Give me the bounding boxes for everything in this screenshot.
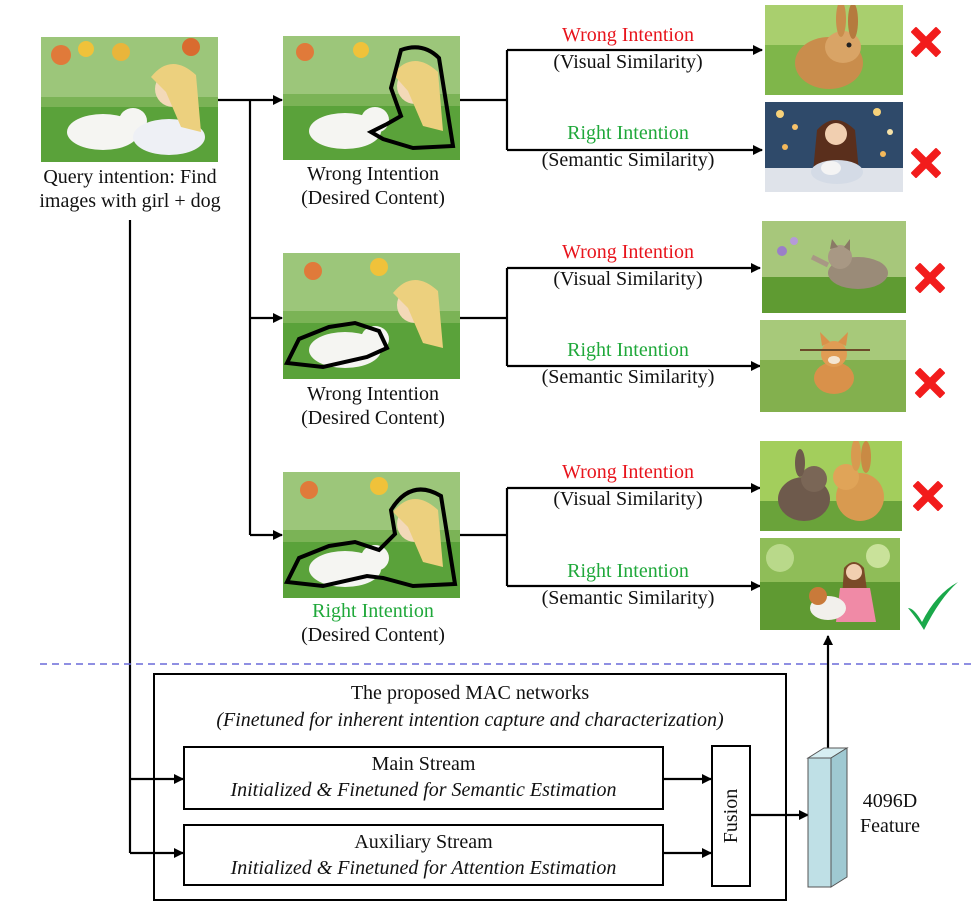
branch-1-subtitle: (Desired Content): [301, 187, 445, 209]
retrieval-3-wrong: Wrong Intention: [562, 461, 694, 483]
retrieval-3-right: Right Intention: [567, 560, 689, 582]
cross-icon: [915, 263, 945, 293]
feature-bar: [806, 747, 849, 888]
branch-1-image: [283, 36, 460, 160]
retrieval-2-semantic: (Semantic Similarity): [541, 366, 715, 388]
result-cat-image: [762, 221, 906, 313]
retrieval-3-semantic: (Semantic Similarity): [541, 587, 715, 609]
mac-title: The proposed MAC networks: [350, 682, 590, 704]
retrieval-2-right: Right Intention: [567, 339, 689, 361]
main-stream-title: Main Stream: [371, 753, 476, 775]
branch-2-image: [283, 253, 460, 379]
branch-3-image: [283, 472, 460, 598]
result-rabbit-image: [765, 5, 903, 95]
feature-dim: 4096D: [862, 790, 918, 812]
branch-2-title: Wrong Intention: [307, 383, 439, 405]
result-two-rabbits-image: [760, 441, 902, 531]
retrieval-3-visual: (Visual Similarity): [553, 488, 703, 510]
main-stream-subtitle: Initialized & Finetuned for Semantic Est…: [230, 779, 617, 801]
main-stream-box: [183, 746, 664, 810]
result-corgi-image: [760, 320, 906, 412]
fusion-box: [711, 745, 751, 887]
query-image: [41, 37, 218, 162]
result-girl-kitten-image: [765, 102, 903, 192]
cross-icon: [911, 148, 941, 178]
mac-subtitle: (Finetuned for inherent intention captur…: [216, 709, 724, 731]
aux-stream-box: [183, 824, 664, 886]
retrieval-2-visual: (Visual Similarity): [553, 268, 703, 290]
cross-icon: [915, 368, 945, 398]
feature-label: Feature: [860, 815, 920, 837]
aux-stream-title: Auxiliary Stream: [354, 831, 493, 853]
branch-3-subtitle: (Desired Content): [301, 624, 445, 646]
result-girl-dog-image: [760, 538, 900, 630]
branch-1-title: Wrong Intention: [307, 163, 439, 185]
retrieval-1-wrong: Wrong Intention: [562, 24, 694, 46]
aux-stream-subtitle: Initialized & Finetuned for Attention Es…: [230, 857, 617, 879]
branch-2-subtitle: (Desired Content): [301, 407, 445, 429]
branch-3-title: Right Intention: [312, 600, 434, 622]
query-line-1: Query intention: Find: [43, 166, 217, 188]
mac-outer-box: [153, 673, 787, 901]
retrieval-2-wrong: Wrong Intention: [562, 241, 694, 263]
retrieval-1-right: Right Intention: [567, 122, 689, 144]
check-icon: [908, 582, 958, 630]
fusion-label: Fusion: [720, 788, 742, 844]
cross-icon: [911, 27, 941, 57]
retrieval-1-visual: (Visual Similarity): [553, 51, 703, 73]
cross-icon: [913, 481, 943, 511]
retrieval-1-semantic: (Semantic Similarity): [541, 149, 715, 171]
query-line-2: images with girl + dog: [39, 190, 221, 212]
